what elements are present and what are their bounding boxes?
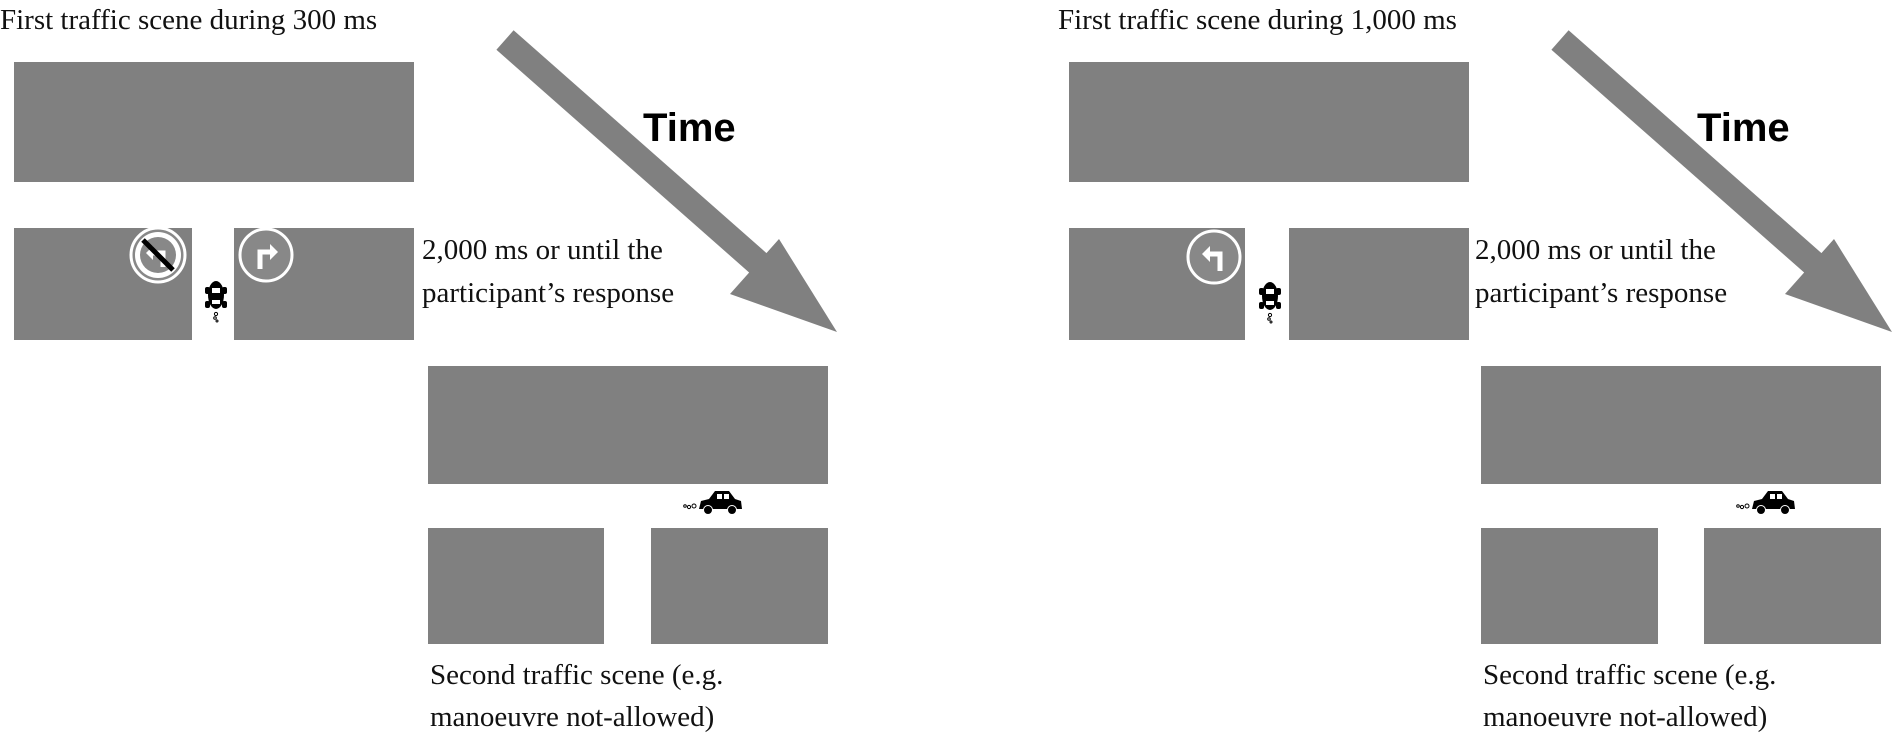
first-scene-label: First traffic scene during 1,000 ms [1058, 4, 1457, 36]
time-arrow-shaft [1551, 30, 1864, 310]
car-side-view-icon [683, 490, 743, 515]
time-arrow-shaft [496, 30, 809, 310]
second-scene-label-line2: manoeuvre not-allowed) [1483, 701, 1767, 733]
interval-label-line1: 2,000 ms or until the [1475, 234, 1716, 266]
second-scene-label-line1: Second traffic scene (e.g. [1483, 659, 1776, 691]
car-side-view-icon [1736, 490, 1796, 515]
scene2-block-left [428, 528, 604, 644]
second-scene-label-line1: Second traffic scene (e.g. [430, 659, 723, 691]
left-turn-sign-icon [1186, 229, 1242, 285]
scene2-block-top [428, 366, 828, 484]
time-arrow-head [730, 239, 837, 332]
time-label: Time [1697, 106, 1790, 150]
scene1-block-top [14, 62, 414, 182]
interval-label-line2: participant’s response [422, 277, 674, 309]
interval-label-line1: 2,000 ms or until the [422, 234, 663, 266]
car-top-view-icon [1258, 281, 1282, 324]
time-arrow-head [1785, 239, 1892, 332]
right-turn-sign-icon [238, 227, 294, 283]
first-scene-label: First traffic scene during 300 ms [0, 4, 377, 36]
car-top-view-icon [204, 280, 228, 323]
scene2-block-right [1704, 528, 1881, 644]
scene2-block-top [1481, 366, 1881, 484]
panel-300ms: First traffic scene during 300 ms Time 2… [0, 4, 837, 733]
panel-1000ms: First traffic scene during 1,000 ms Time… [1058, 4, 1892, 733]
scene2-block-left [1481, 528, 1658, 644]
time-label: Time [643, 106, 736, 150]
second-scene-label-line2: manoeuvre not-allowed) [430, 701, 714, 733]
scene1-block-right [1289, 228, 1469, 340]
no-left-turn-sign-icon [129, 226, 187, 284]
scene1-block-top [1069, 62, 1469, 182]
interval-label-line2: participant’s response [1475, 277, 1727, 309]
scene2-block-right [651, 528, 828, 644]
